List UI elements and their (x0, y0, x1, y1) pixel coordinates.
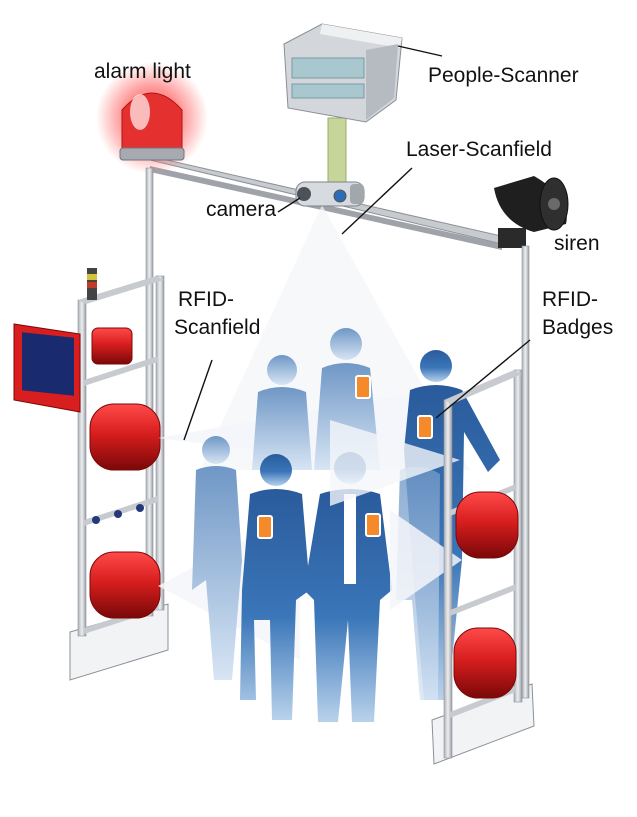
label-rfid-scanfield-line2: Scanfield (174, 316, 260, 339)
label-alarm-light: alarm light (94, 60, 191, 83)
rfid-badge-icon (417, 415, 433, 439)
label-people-scanner: People-Scanner (428, 64, 579, 87)
camera-icon (295, 181, 365, 207)
rfid-badge-icon (257, 515, 273, 539)
alarm-light-icon (96, 62, 208, 174)
siren-icon (494, 176, 569, 248)
rfid-scan-beam-right-lower (390, 510, 462, 610)
label-rfid-badges-line1: RFID- (542, 288, 598, 311)
rfid-badge-icon (365, 513, 381, 537)
rfid-badge-icon (355, 375, 371, 399)
label-siren: siren (554, 232, 600, 255)
left-gate (13, 167, 169, 681)
label-camera: camera (206, 198, 276, 221)
leader-lines (183, 45, 531, 441)
rfid-badges (257, 375, 433, 539)
right-gate (431, 245, 535, 765)
people-scanner-icon (283, 23, 403, 207)
label-rfid-scanfield-line1: RFID- (178, 288, 234, 311)
rfid-scan-beam-right-upper (330, 420, 460, 506)
label-rfid-badges-line2: Badges (542, 316, 613, 339)
monitor-icon (13, 323, 81, 413)
label-laser-scanfield: Laser-Scanfield (406, 138, 552, 161)
